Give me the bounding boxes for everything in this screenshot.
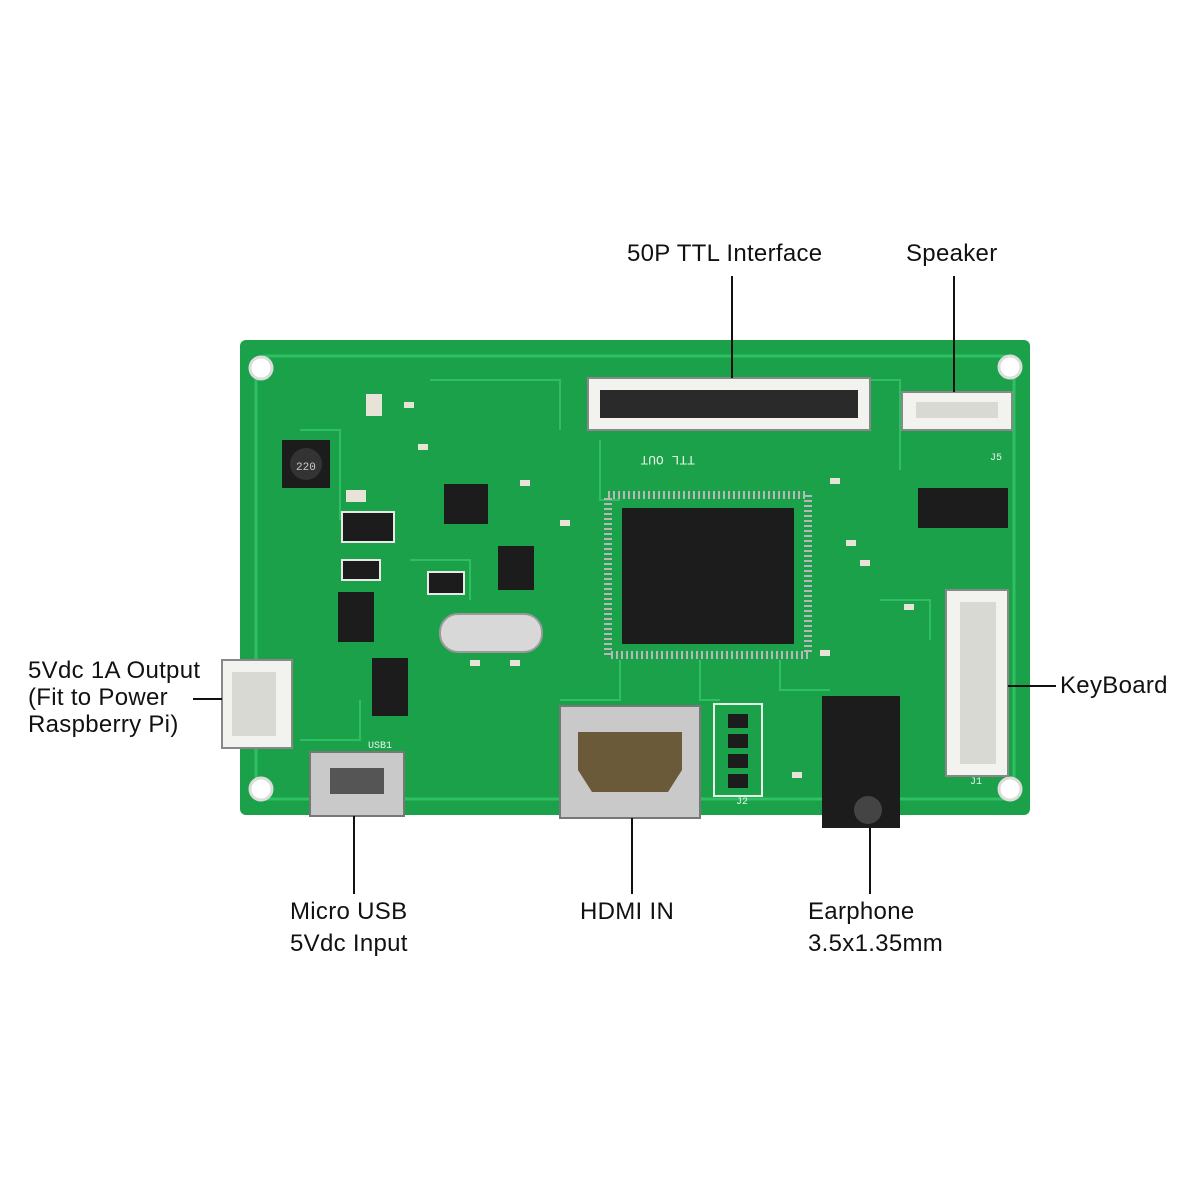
j2-silkscreen: J2 bbox=[736, 797, 748, 808]
hdmi-opening bbox=[578, 732, 682, 792]
power-output-label-line2: (Fit to Power bbox=[28, 684, 168, 711]
usb-silkscreen: USB1 bbox=[368, 741, 392, 752]
regulator-ic-4 bbox=[372, 658, 408, 716]
leader-line-speaker bbox=[953, 276, 955, 392]
earphone-label: Earphone 3.5x1.35mm bbox=[808, 896, 943, 960]
leader-line-ttl bbox=[731, 276, 733, 378]
earphone-label-line2: 3.5x1.35mm bbox=[808, 930, 944, 957]
keyboard-label: KeyBoard bbox=[1060, 672, 1168, 699]
pin-header-pins bbox=[728, 714, 748, 788]
leader-line-hdmi bbox=[631, 818, 633, 894]
diode-3 bbox=[341, 559, 381, 581]
pin-header bbox=[713, 703, 763, 797]
j1-silkscreen: J1 bbox=[970, 777, 982, 788]
main-chip-pins bbox=[604, 491, 812, 659]
inductor-core bbox=[290, 448, 322, 480]
pcb-traces bbox=[300, 379, 931, 741]
ttl-out-silkscreen: TTL OUT bbox=[640, 452, 695, 467]
inductor-marking: 220 bbox=[296, 462, 316, 474]
power-output-label-line3: Raspberry Pi) bbox=[28, 711, 179, 738]
smd-components bbox=[346, 394, 914, 778]
speaker-label: Speaker bbox=[906, 240, 998, 267]
diode-2 bbox=[427, 571, 465, 595]
earphone-label-line1: Earphone bbox=[808, 898, 915, 925]
power-output-connector-slot bbox=[232, 672, 276, 736]
crystal bbox=[439, 613, 543, 653]
regulator-ic-3 bbox=[338, 592, 374, 642]
ttl-connector-slot bbox=[600, 390, 858, 418]
mounting-hole-bottom-right bbox=[997, 776, 1023, 802]
micro-usb-label-line1: Micro USB bbox=[290, 898, 408, 925]
keyboard-connector-slot bbox=[960, 602, 996, 764]
micro-usb-opening bbox=[330, 768, 384, 794]
ttl-interface-label: 50P TTL Interface bbox=[627, 240, 823, 267]
micro-usb-label: Micro USB 5Vdc Input bbox=[290, 896, 408, 960]
audio-amplifier-ic bbox=[918, 488, 1008, 528]
mounting-hole-bottom-left bbox=[248, 776, 274, 802]
leader-line-power-output bbox=[193, 698, 222, 700]
hdmi-label: HDMI IN bbox=[580, 898, 675, 925]
leader-line-micro-usb bbox=[353, 816, 355, 894]
j5-silkscreen: J5 bbox=[990, 453, 1002, 464]
speaker-connector-slot bbox=[916, 402, 998, 418]
regulator-ic-1 bbox=[444, 484, 488, 524]
leader-line-keyboard bbox=[1008, 685, 1056, 687]
diode-1 bbox=[341, 511, 395, 543]
power-output-label-line1: 5Vdc 1A Output bbox=[28, 657, 201, 684]
regulator-ic-2 bbox=[498, 546, 534, 590]
leader-line-earphone bbox=[869, 828, 871, 894]
earphone-jack-opening bbox=[854, 796, 882, 824]
micro-usb-label-line2: 5Vdc Input bbox=[290, 930, 408, 957]
main-chip bbox=[622, 508, 794, 644]
power-output-label: 5Vdc 1A Output (Fit to Power Raspberry P… bbox=[28, 657, 200, 738]
mounting-hole-top-left bbox=[248, 355, 274, 381]
mounting-hole-top-right bbox=[997, 354, 1023, 380]
